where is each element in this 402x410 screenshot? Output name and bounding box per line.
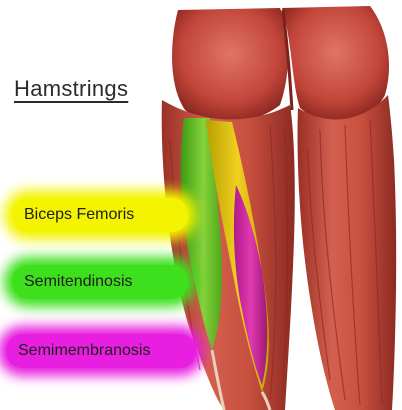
label-semitendinosus: Semitendinosis [12,265,188,299]
right-thigh [298,95,397,410]
left-gluteus-maximus [172,8,288,123]
label-semimembranosus-text: Semimembranosis [18,342,150,359]
label-biceps-femoris: Biceps Femoris [12,198,188,232]
diagram-title: Hamstrings [14,76,128,102]
label-biceps-femoris-text: Biceps Femoris [24,206,134,223]
label-semitendinosus-text: Semitendinosis [24,273,133,290]
label-semimembranosus: Semimembranosis [6,334,196,368]
right-gluteus-maximus [282,6,389,122]
